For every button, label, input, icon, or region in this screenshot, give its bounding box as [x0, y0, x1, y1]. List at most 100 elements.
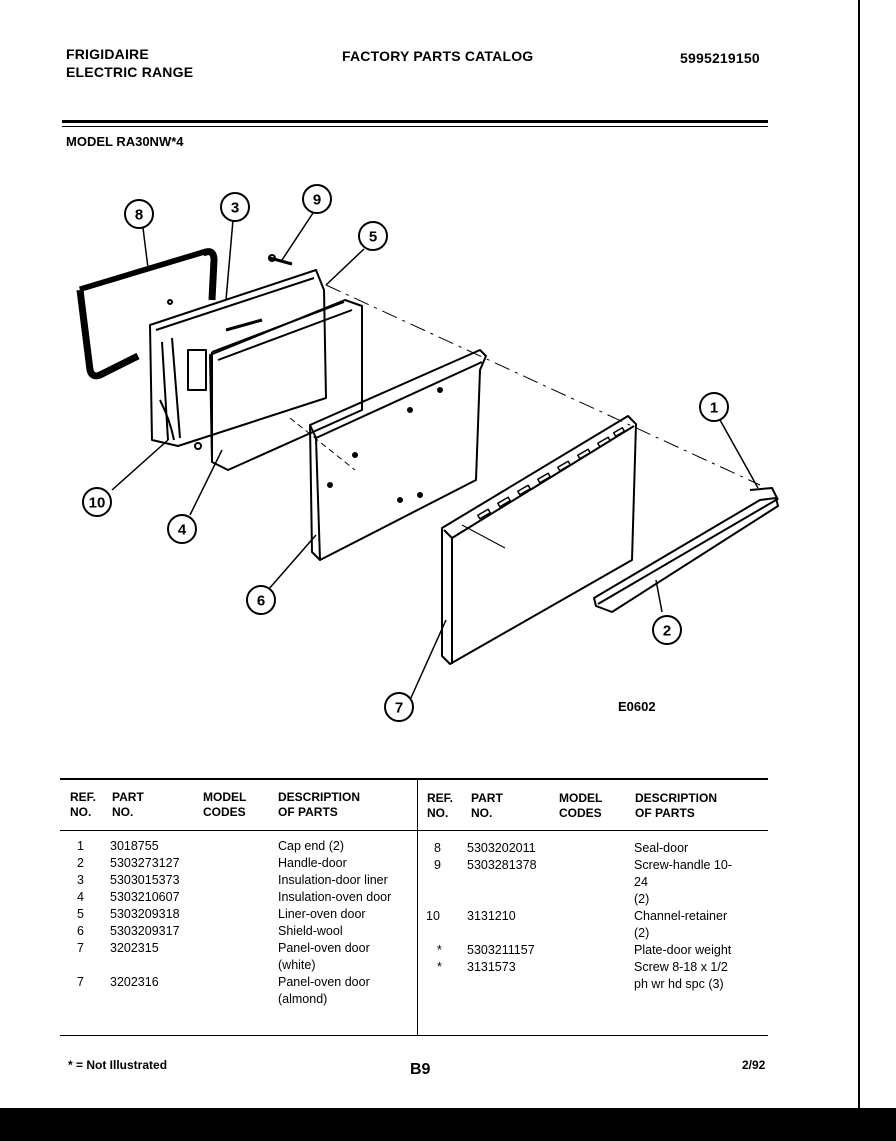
- callout-9: [302, 184, 332, 214]
- table-row: 1: [77, 838, 84, 855]
- part-desc: Channel-retainer: [634, 909, 728, 923]
- callout-label: 6: [257, 593, 265, 610]
- part-desc: (2): [634, 926, 650, 940]
- liner-oven-door-part: [309, 349, 487, 561]
- part-no: 5303210607: [110, 890, 180, 904]
- callout-label: 4: [178, 522, 187, 539]
- assembly-line: [289, 417, 356, 471]
- part-desc: (white): [278, 958, 316, 972]
- callout-4: [167, 514, 197, 544]
- door-seal-part: [76, 248, 218, 380]
- diagram-code: E0602: [618, 699, 656, 714]
- part-no: 5303202011: [467, 841, 536, 855]
- part-no: 3202315: [110, 941, 159, 955]
- part-no: 3202316: [110, 975, 159, 989]
- callout-7: [384, 692, 414, 722]
- callout-5: [358, 221, 388, 251]
- part-no: 5303015373: [110, 873, 180, 887]
- callout-label: 5: [369, 229, 377, 246]
- callout-2: [652, 615, 682, 645]
- assembly-line: [325, 284, 761, 486]
- part-no: 3131210: [467, 909, 516, 923]
- ref-no: 1: [77, 839, 84, 853]
- callout-label: 2: [663, 623, 671, 640]
- part-no: 5303273127: [110, 856, 180, 870]
- catalog-number: 5995219150: [680, 50, 760, 66]
- callout-10: [82, 487, 112, 517]
- part-desc: (2): [634, 892, 650, 906]
- page-frame-bottom: [0, 1108, 896, 1141]
- ref-no: *: [437, 943, 442, 957]
- callout-label: 8: [135, 207, 143, 224]
- part-desc: Insulation-oven door: [278, 890, 392, 904]
- model-label: MODEL RA30NW*4: [66, 134, 184, 149]
- part-no: 3131573: [467, 960, 516, 974]
- part-desc: Screw 8-18 x 1/2: [634, 960, 728, 974]
- ref-no: 4: [77, 890, 84, 904]
- ref-no: 9: [434, 858, 441, 872]
- footnote: * = Not Illustrated: [68, 1058, 168, 1072]
- part-desc: Cap end (2): [278, 839, 345, 853]
- part-desc: Seal-door: [634, 841, 689, 855]
- catalog-title: FACTORY PARTS CATALOG: [342, 48, 534, 64]
- table-rule-bottom: [60, 1035, 768, 1036]
- ref-no: 3: [77, 873, 84, 887]
- col-header-ref: REF.NO.: [427, 791, 454, 820]
- part-desc: Handle-door: [278, 856, 347, 870]
- door-handle-part: [593, 487, 779, 613]
- part-desc: Panel-oven door: [278, 941, 370, 955]
- callout-label: 3: [231, 200, 239, 217]
- part-no: 5303209318: [110, 907, 180, 921]
- ref-no: 7: [77, 941, 84, 955]
- part-no: 5303281378: [467, 858, 537, 872]
- page-frame-right: [858, 0, 860, 1110]
- ref-no: 5: [77, 907, 84, 921]
- part-desc: Liner-oven door: [278, 907, 366, 921]
- callout-3: [220, 192, 250, 222]
- part-desc: Plate-door weight: [634, 943, 732, 957]
- part-no: 3018755: [110, 839, 159, 853]
- callout-label: 9: [313, 192, 321, 209]
- header-rule: [62, 120, 768, 123]
- ref-no: 2: [77, 856, 84, 870]
- part-desc: Shield-wool: [278, 924, 343, 938]
- part-desc: 24: [634, 875, 648, 889]
- callout-1: [699, 392, 729, 422]
- header-rule-thin: [62, 126, 768, 127]
- page-number: B9: [410, 1061, 431, 1078]
- ref-no: 7: [77, 975, 84, 989]
- ref-no: 8: [434, 841, 441, 855]
- revision-date: 2/92: [742, 1058, 766, 1072]
- callout-label: 1: [710, 400, 718, 417]
- ref-no: *: [437, 960, 442, 974]
- part-no: 5303209317: [110, 924, 180, 938]
- screw-handle-part: [268, 254, 293, 266]
- part-no: 5303211157: [467, 943, 535, 957]
- part-desc: Insulation-door liner: [278, 873, 388, 887]
- ref-no: 6: [77, 924, 84, 938]
- part-desc: ph wr hd spc (3): [634, 977, 724, 991]
- product-type: ELECTRIC RANGE: [66, 64, 194, 80]
- insulation-oven-door-part: [209, 299, 363, 471]
- callout-label: 10: [89, 495, 106, 512]
- table-rule-top: [60, 778, 768, 780]
- exploded-parts-diagram: 8 3 9 5 1 10 4 6 2 7 E0602: [76, 184, 779, 722]
- part-desc: (almond): [278, 992, 328, 1006]
- callout-6: [246, 585, 276, 615]
- table-column-divider: [417, 780, 418, 1036]
- col-header-ref: REF.NO.: [70, 790, 97, 819]
- ref-no: 10: [426, 909, 440, 923]
- brand-name: FRIGIDAIRE: [66, 46, 149, 62]
- callout-8: [124, 199, 154, 229]
- part-desc: Panel-oven door: [278, 975, 370, 989]
- table-rule-mid: [60, 830, 768, 831]
- callout-label: 7: [395, 700, 403, 717]
- insulation-door-liner-part: [149, 269, 327, 450]
- panel-oven-door-part: [441, 415, 637, 665]
